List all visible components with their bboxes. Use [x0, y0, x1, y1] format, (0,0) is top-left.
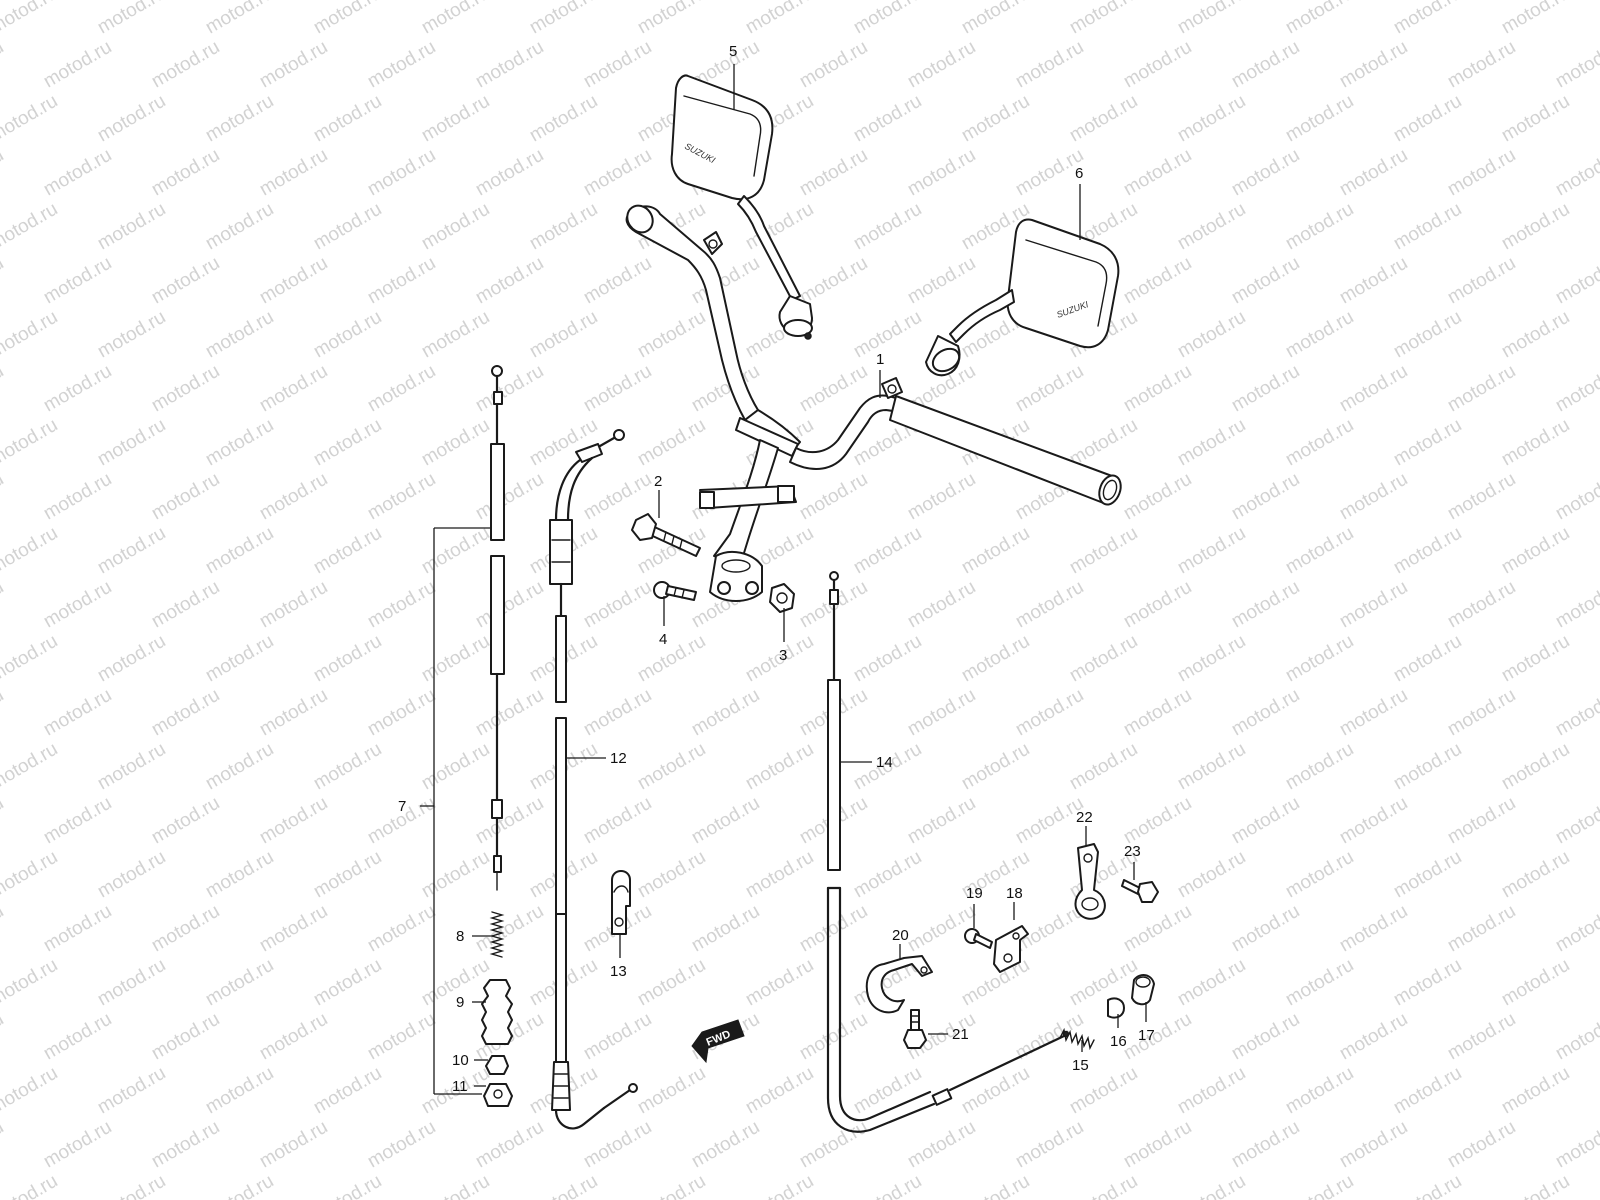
callout-7: 7	[398, 798, 406, 815]
handlebar-upper-clamp	[699, 485, 797, 509]
callout-6: 6	[1075, 165, 1083, 182]
right-mirror: SUZUKI	[925, 218, 1120, 377]
left-mirror: SUZUKI	[670, 74, 813, 340]
callout-17: 17	[1138, 1027, 1155, 1044]
callout-20: 20	[892, 927, 909, 944]
forward-direction-indicator: FWD	[691, 1019, 745, 1064]
callout-labels: 5 6 1 2 3 4 7 8 9 10 11 12 13 14 15 16 1…	[398, 43, 1155, 1095]
cable-end-16	[1107, 997, 1125, 1019]
callout-15: 15	[1072, 1057, 1089, 1074]
boot-9	[481, 979, 513, 1045]
callout-9: 9	[456, 994, 464, 1011]
bolt-23	[1121, 879, 1159, 903]
spring-15	[1059, 1027, 1095, 1051]
cable-assembly-14	[826, 571, 1095, 1133]
clamp-nut	[769, 583, 795, 613]
callout-10: 10	[452, 1052, 469, 1069]
bolt-21	[903, 1009, 927, 1049]
callout-4: 4	[659, 631, 667, 648]
clamp-22	[1074, 843, 1106, 920]
callout-2: 2	[654, 473, 662, 490]
clamp-20	[865, 955, 933, 1014]
spring-8	[489, 911, 505, 958]
callout-8: 8	[456, 928, 464, 945]
callout-12: 12	[610, 750, 627, 767]
clamp-bolt	[631, 513, 701, 557]
callout-16: 16	[1110, 1033, 1127, 1050]
callout-19: 19	[966, 885, 983, 902]
callout-23: 23	[1124, 843, 1141, 860]
callout-22: 22	[1076, 809, 1093, 826]
cable-adjuster-11	[483, 1083, 513, 1107]
callout-18: 18	[1006, 885, 1023, 902]
cable-adjuster-17	[1131, 974, 1155, 1006]
callout-11: 11	[452, 1078, 468, 1095]
callout-5: 5	[729, 43, 737, 60]
clamp-screw	[653, 581, 697, 601]
callout-3: 3	[779, 647, 787, 664]
cable-clamp-13	[611, 870, 631, 935]
bracket-18	[993, 925, 1029, 973]
throttle-cable-12	[549, 429, 638, 1130]
leader-lines	[420, 64, 1147, 1095]
cable-end-10	[485, 1055, 509, 1075]
callout-21: 21	[952, 1026, 969, 1043]
callout-14: 14	[876, 754, 893, 771]
cable-assembly-7	[481, 365, 513, 1107]
callout-13: 13	[610, 963, 627, 980]
callout-1: 1	[876, 351, 884, 368]
bolt-19	[964, 928, 993, 949]
handlebar-lower-holder	[709, 550, 763, 602]
